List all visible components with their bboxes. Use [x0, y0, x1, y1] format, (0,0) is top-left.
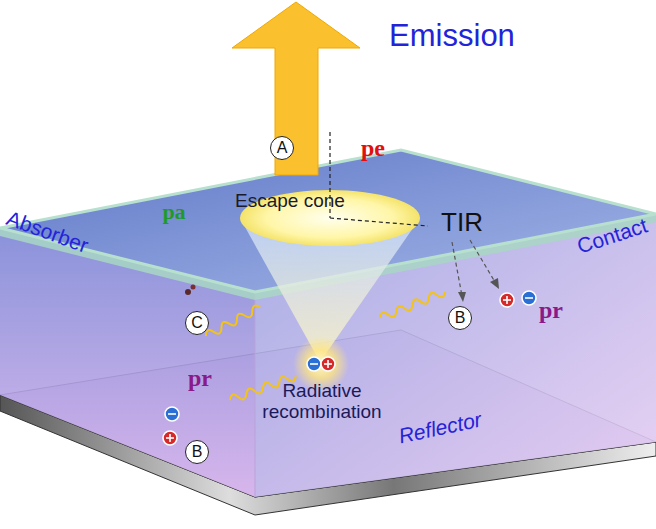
callout-circle: B: [185, 440, 209, 464]
text-label: TIR: [441, 208, 483, 237]
text-label: Escape cone: [235, 191, 345, 212]
callout-letter: C: [191, 315, 203, 331]
callout-letter: B: [192, 444, 203, 460]
callout-letter: A: [277, 140, 288, 156]
text-label: pr: [188, 365, 212, 391]
callout-letter: B: [455, 310, 466, 326]
text-label: Radiative recombination: [247, 381, 397, 423]
callout-circle: B: [448, 306, 472, 330]
text-label: pa: [162, 200, 185, 224]
text-label: pe: [361, 135, 385, 161]
text-label: pr: [539, 297, 563, 323]
callout-circle: A: [270, 136, 294, 160]
callout-circle: C: [185, 311, 209, 335]
text-label: Emission: [389, 19, 515, 53]
